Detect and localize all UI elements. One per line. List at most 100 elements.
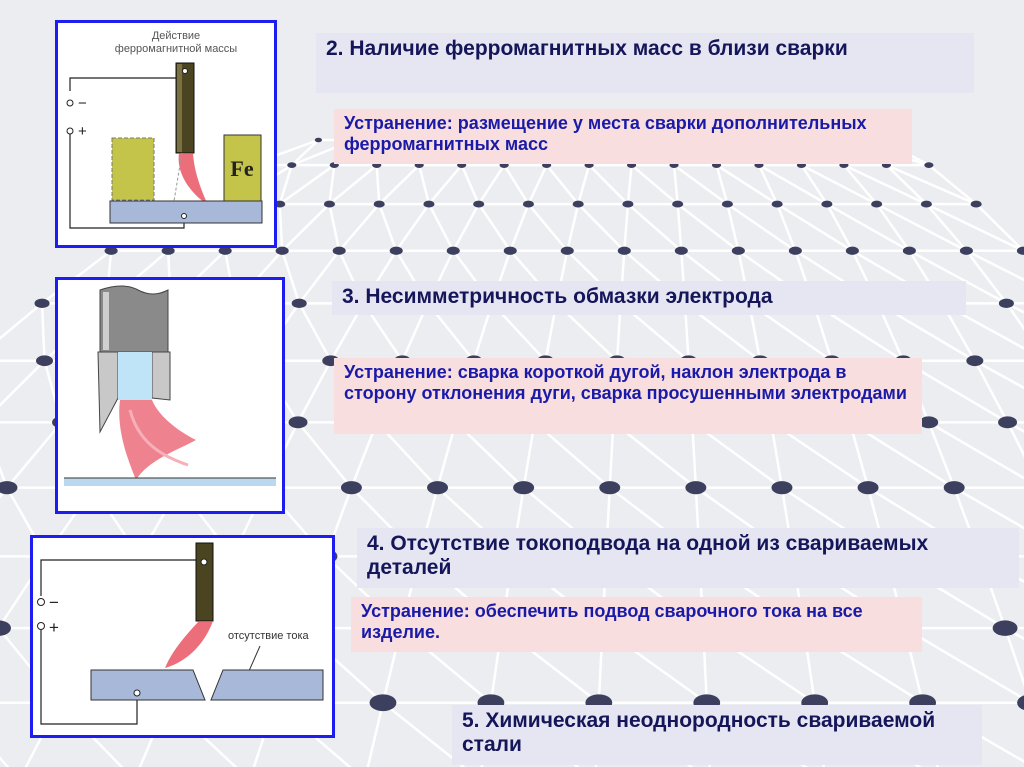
grid-line: [375, 165, 381, 205]
grid-node-icon: [970, 200, 982, 208]
grid-node-icon: [332, 246, 346, 255]
figure-caption-line1: Действие: [152, 30, 200, 42]
grid-node-icon: [427, 481, 449, 495]
grid-node-icon: [943, 481, 965, 495]
grid-line: [503, 164, 530, 205]
grid-node-icon: [622, 200, 634, 208]
grid-node-icon: [1017, 695, 1024, 711]
base-plate: [64, 478, 276, 486]
grid-node-icon: [788, 246, 802, 255]
section-4-heading: 4. Отсутствие токоподвода на одной из св…: [357, 528, 1019, 588]
grid-line: [908, 249, 1007, 305]
grid-node-icon: [288, 416, 308, 429]
grid-line: [297, 421, 353, 489]
grid-line: [775, 203, 797, 252]
grid-line: [673, 164, 729, 206]
grid-line: [726, 203, 797, 252]
grid-line: [40, 303, 46, 361]
grid-line: [925, 203, 968, 252]
grid-line: [757, 164, 779, 205]
grid-line: [676, 203, 740, 252]
grid-line: [0, 359, 46, 407]
grid-node-icon: [721, 200, 733, 208]
plus-sign: +: [78, 123, 87, 140]
base-plate: [109, 200, 263, 224]
grid-node-icon: [959, 246, 973, 255]
grid-line: [715, 164, 778, 206]
grid-line: [395, 203, 430, 252]
no-current-label: отсутствие тока: [228, 630, 309, 642]
grid-node-icon: [857, 481, 879, 495]
grid-line: [1005, 302, 1024, 314]
grid-line: [826, 202, 910, 252]
coating-right-icon: [151, 351, 171, 401]
grid-line: [298, 302, 332, 362]
grid-line: [0, 486, 8, 499]
grid-line: [885, 164, 928, 205]
grid-node-icon: [992, 620, 1018, 636]
section-3-remedy: Устранение: сварка короткой дугой, накло…: [334, 358, 922, 434]
grid-line: [278, 164, 335, 206]
grid-line: [338, 203, 381, 252]
grid-node-icon: [902, 246, 916, 255]
arc-glow-icon: [118, 352, 152, 400]
grid-line: [0, 756, 10, 767]
grid-node-icon: [369, 694, 397, 712]
grid-line: [328, 203, 341, 252]
figure-caption-line2: ферромагнитной массы: [115, 43, 238, 55]
grid-node-icon: [1016, 246, 1024, 255]
figure-missing-current-lead: − + отсутствие тока: [30, 535, 335, 738]
grid-node-icon: [845, 246, 859, 255]
grid-node-icon: [599, 481, 621, 495]
grid-line: [0, 465, 9, 489]
grid-line: [378, 164, 421, 205]
grid-line: [527, 164, 548, 205]
grid-node-icon: [287, 162, 297, 168]
grid-line: [800, 164, 828, 205]
grid-line: [382, 701, 466, 767]
grid-line: [973, 360, 1009, 423]
grid-node-icon: [291, 298, 307, 309]
welding-arc-icon: [178, 153, 208, 205]
grid-line: [876, 202, 967, 252]
grid-line: [800, 164, 878, 206]
grid-line: [0, 302, 43, 340]
grid-node-icon: [275, 246, 289, 255]
grid-line: [298, 250, 341, 305]
grid-line: [577, 203, 626, 252]
minus-terminal-icon: [66, 99, 74, 107]
grid-node-icon: [674, 246, 688, 255]
grid-line: [672, 165, 679, 205]
grid-line: [843, 164, 927, 206]
grid-line: [290, 139, 320, 167]
grid-line: [545, 164, 580, 205]
grid-line: [328, 164, 378, 206]
grid-line: [509, 203, 530, 252]
grid-line: [927, 421, 956, 489]
right-workpiece: [210, 669, 324, 701]
grid-node-icon: [36, 355, 54, 367]
grid-node-icon: [821, 200, 833, 208]
grid-line: [974, 359, 1024, 390]
grid-line: [875, 203, 911, 252]
grid-node-icon: [104, 246, 118, 255]
grid-line: [965, 250, 1008, 305]
grid-node-icon: [473, 200, 485, 208]
grid-node-icon: [617, 246, 631, 255]
grid-line: [328, 164, 336, 205]
grid-node-icon: [560, 246, 574, 255]
grid-node-icon: [314, 137, 322, 143]
grid-line: [928, 421, 1024, 480]
grid-line: [1005, 302, 1024, 331]
minus-sign: −: [49, 593, 59, 612]
section-2-heading: 2. Наличие ферромагнитных масс в близи с…: [316, 33, 974, 93]
grid-node-icon: [731, 246, 745, 255]
grid-line: [626, 165, 633, 205]
grid-node-icon: [503, 246, 517, 255]
grid-node-icon: [998, 298, 1014, 309]
grid-line: [278, 164, 293, 205]
grid-line: [953, 486, 1024, 530]
grid-line: [676, 203, 683, 251]
grid-node-icon: [161, 246, 175, 255]
grid-line: [885, 163, 977, 206]
